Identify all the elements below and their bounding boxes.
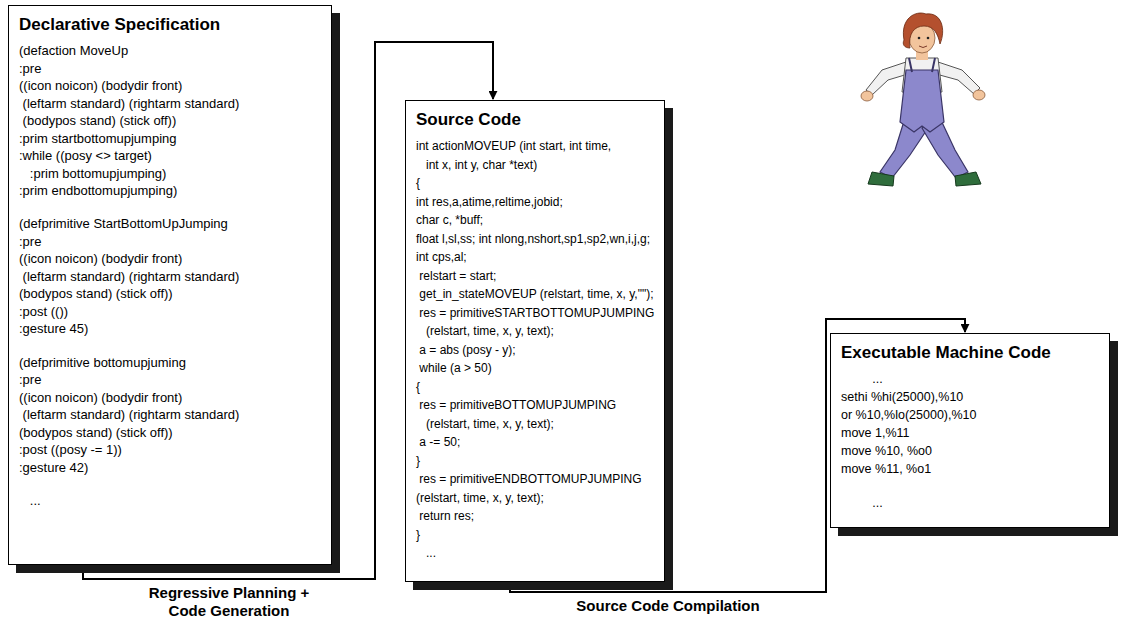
code-line: (bodypos stand) (stick off)) (19, 112, 321, 130)
code-line: a -= 50; (416, 433, 654, 452)
figure-hair (903, 13, 942, 48)
figure-left-shoe (868, 172, 894, 186)
figure-eye (927, 37, 930, 40)
code-line: return res; (416, 507, 654, 526)
code-line: (leftarm standard) (rightarm standard) (19, 268, 321, 286)
code-line: (bodypos stand) (stick off)) (19, 424, 321, 442)
code-line: :while ((posy <> target) (19, 147, 321, 165)
code-line: a = abs (posy - y); (416, 341, 654, 360)
code-line: ... (841, 494, 1099, 512)
figure-right-shoe (955, 172, 981, 186)
code-line: (leftarm standard) (rightarm standard) (19, 406, 321, 424)
code-line: int actionMOVEUP (int start, int time, (416, 137, 654, 156)
arrow-label: Regressive Planning + Code Generation (126, 584, 332, 620)
code-line: :pre (19, 371, 321, 389)
figure-left-arm (866, 62, 908, 95)
code-line: int cps,al; (416, 248, 654, 267)
code-line: :gesture 42) (19, 459, 321, 477)
code-line: } (416, 452, 654, 471)
code-line: ((icon noicon) (bodydir front) (19, 389, 321, 407)
code-line: ... (416, 544, 654, 563)
code-line: while (a > 50) (416, 359, 654, 378)
code-line: int x, int y, char *text) (416, 156, 654, 175)
code-line: move %10, %o0 (841, 442, 1099, 460)
code-line: ((icon noicon) (bodydir front) (19, 250, 321, 268)
code-line: (relstart, time, x, y, text); (416, 322, 654, 341)
code-line: relstart = start; (416, 267, 654, 286)
code-line: :pre (19, 60, 321, 78)
code-line: ((icon noicon) (bodydir front) (19, 77, 321, 95)
code-line: res = primitiveSTARTBOTTOMUPJUMPING (416, 304, 654, 323)
code-line: { (416, 378, 654, 397)
code-line: move %11, %o1 (841, 460, 1099, 478)
text-panel: Declarative Specification (defaction Move… (8, 5, 332, 565)
code-line: int res,a,atime,reltime,jobid; (416, 193, 654, 212)
code-line: or %10,%lo(25000),%10 (841, 406, 1099, 424)
code-line: (bodypos stand) (stick off)) (19, 285, 321, 303)
text-panel: Source Code int actionMOVEUP (int start, … (405, 100, 665, 582)
jumping-figure (861, 13, 985, 186)
code-line: move 1,%11 (841, 424, 1099, 442)
code-line: { (416, 174, 654, 193)
code-line: ... (841, 370, 1099, 388)
code-line: (defprimitive StartBottomUpJumping (19, 215, 321, 233)
code-line: :post ((posy -= 1)) (19, 441, 321, 459)
code-line: sethi %hi(25000),%10 (841, 388, 1099, 406)
figure-straps (909, 58, 935, 72)
panel-heading: Executable Machine Code (841, 342, 1099, 364)
code-line: :pre (19, 233, 321, 251)
code-line: (relstart, time, x, y, text); (416, 489, 654, 508)
code-line: char c, *buff; (416, 211, 654, 230)
text-panel: Executable Machine Code ...sethi %hi(250… (830, 333, 1110, 528)
panel-heading: Source Code (416, 109, 654, 131)
figure-right-hand (973, 90, 985, 100)
code-line: float l,sl,ss; int nlong,nshort,sp1,sp2,… (416, 230, 654, 249)
code-line: :gesture 45) (19, 320, 321, 338)
code-line: ... (19, 492, 321, 510)
code-line: (defaction MoveUp (19, 42, 321, 60)
code-line: get_in_stateMOVEUP (relstart, time, x, y… (416, 285, 654, 304)
code-line: (leftarm standard) (rightarm standard) (19, 95, 321, 113)
figure-eye (918, 37, 921, 40)
code-line: res = primitiveENDBOTTOMUPJUMPING (416, 470, 654, 489)
code-line: :prim bottomupjumping) (19, 165, 321, 183)
code-line: } (416, 526, 654, 545)
panel-heading: Declarative Specification (19, 14, 321, 36)
code-line: :prim startbottomupjumping (19, 130, 321, 148)
code-line: :prim endbottomupjumping) (19, 182, 321, 200)
figure-right-arm (936, 62, 980, 94)
code-line: (defprimitive bottomupjuming (19, 354, 321, 372)
code-line: (relstart, time, x, y, text); (416, 415, 654, 434)
arrow-label: Source Code Compilation (573, 597, 762, 615)
figure-overalls (900, 70, 944, 132)
figure-mouth (919, 46, 927, 48)
code-line: :post (()) (19, 303, 321, 321)
code-line: res = primitiveBOTTOMUPJUMPING (416, 396, 654, 415)
figure-left-hand (861, 91, 873, 101)
